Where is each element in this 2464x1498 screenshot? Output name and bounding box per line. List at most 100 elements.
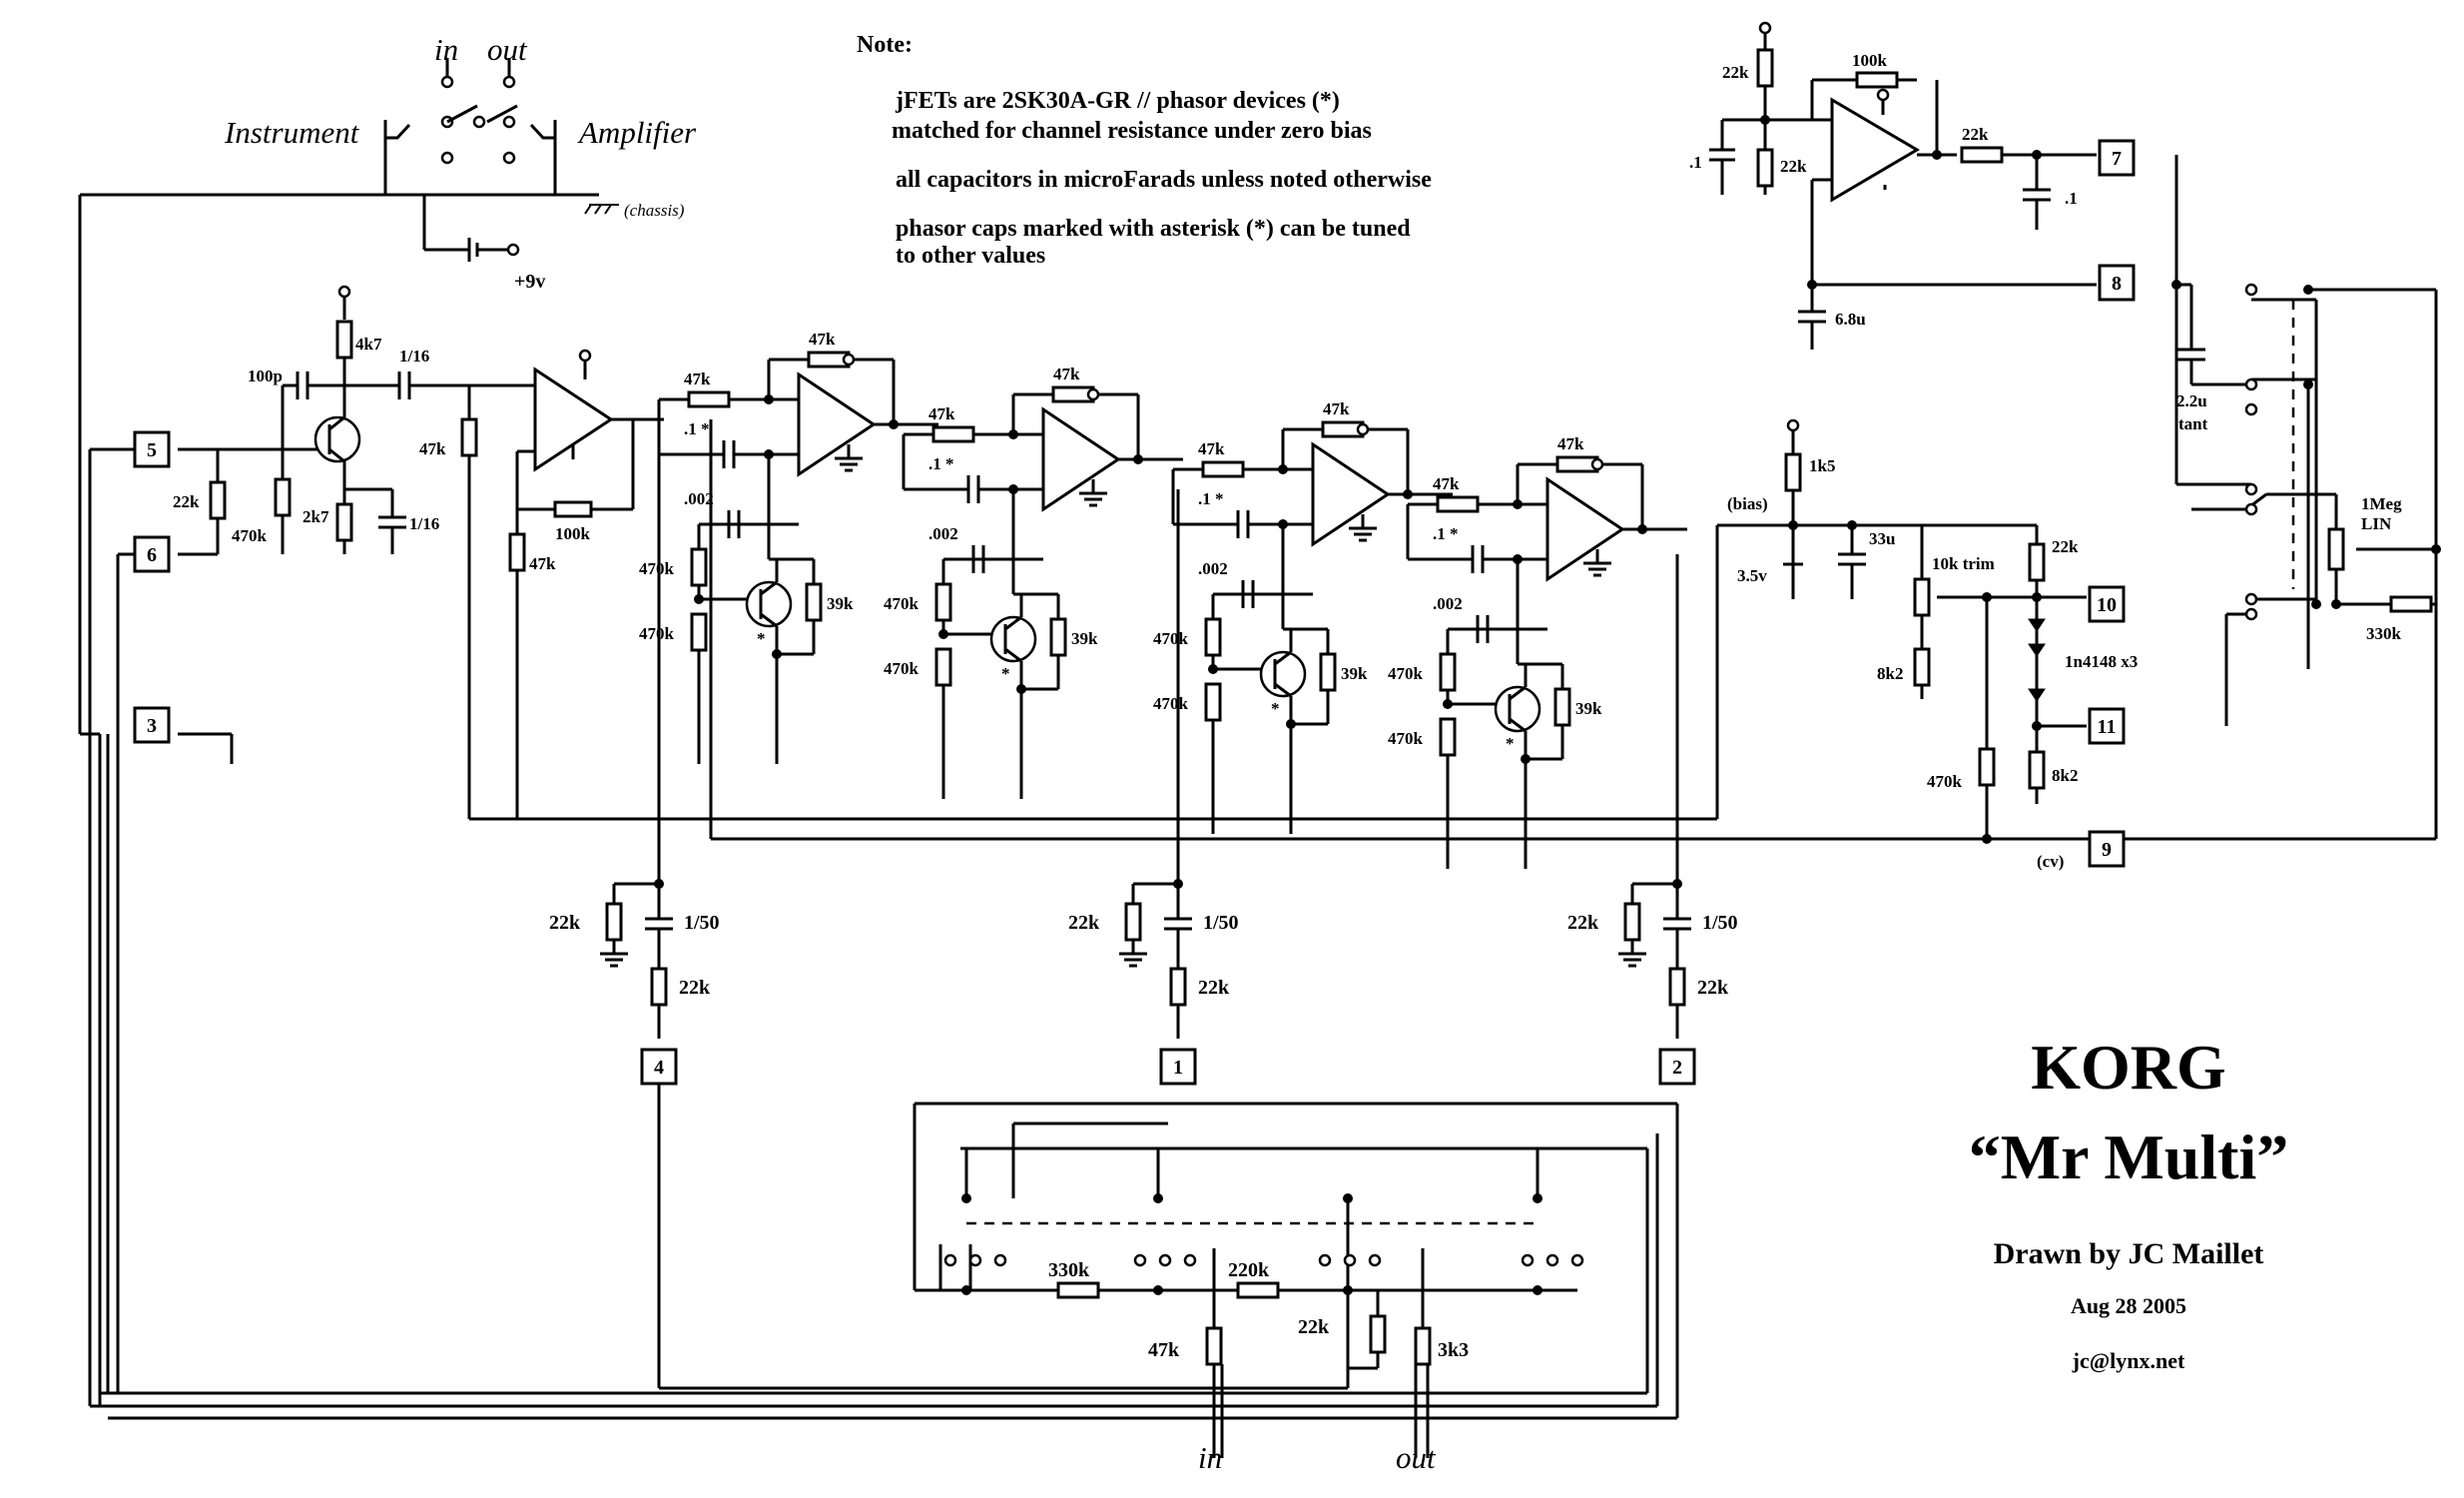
connector-label: 2: [1672, 1057, 1682, 1079]
r470ka-label: 470k: [1153, 629, 1189, 648]
connector-box: [2088, 585, 2126, 623]
junction-dot: [772, 649, 782, 659]
input-resistor-label: 47k: [1433, 474, 1460, 493]
resistor-470k: [1204, 682, 1222, 722]
r470ka-label: 470k: [884, 594, 920, 613]
r39k-label: 39k: [1341, 664, 1368, 683]
r470kb-label: 470k: [1388, 729, 1424, 748]
c1-16a-label: 1/16: [399, 347, 429, 366]
series-resistor: [1169, 967, 1187, 1007]
junction-dot: [1133, 454, 1143, 464]
email-line: jc@lynx.net: [2072, 1348, 2185, 1373]
connector-label: 7: [2112, 148, 2122, 170]
junction-dot: [1637, 524, 1647, 534]
connector-label: 10: [2097, 594, 2117, 616]
r100k-buf-label: 100k: [555, 524, 591, 543]
title-model: “Mr Multi”: [1969, 1122, 2289, 1192]
r8k2a-label: 8k2: [1877, 664, 1903, 683]
feedback-resistor-label: 47k: [1557, 434, 1584, 453]
cap-label: .1 *: [928, 454, 954, 473]
junction-dot: [1443, 699, 1453, 709]
cap-label: .1 *: [684, 419, 710, 438]
connector-label: 5: [147, 439, 157, 461]
resistor-39k: [1319, 652, 1337, 692]
connector-10: 10: [2088, 585, 2126, 623]
op-amp: [797, 372, 877, 477]
r4k7-label: 4k7: [355, 335, 382, 354]
junction-dot: [1208, 664, 1218, 674]
r39k-label: 39k: [1071, 629, 1098, 648]
note-line-4: phasor caps marked with asterisk (*) can…: [896, 216, 1411, 242]
series-resistor: [1668, 967, 1686, 1007]
resistor-470k: [690, 612, 708, 652]
c100p-label: 100p: [248, 367, 283, 385]
junction-dot: [1278, 464, 1288, 474]
in-label: in: [434, 32, 458, 67]
connector-box: [1658, 1048, 1696, 1086]
r470kb-label: 470k: [1153, 694, 1189, 713]
note-line-2: matched for channel resistance under zer…: [892, 118, 1372, 144]
connector-box: [133, 430, 171, 468]
connector-3: 3: [133, 706, 171, 744]
c33u-label: 33u: [1869, 529, 1895, 548]
jfet: [745, 580, 793, 628]
cap-label: .1 *: [1198, 489, 1224, 508]
connector-label: 11: [2098, 716, 2117, 738]
connector-5: 5: [133, 430, 171, 468]
op-amp: [1545, 476, 1625, 582]
junction-dot: [1278, 519, 1288, 529]
input-resistor: [1436, 495, 1480, 513]
supply-terminal: [1590, 457, 1604, 471]
pot2-label: LIN: [2361, 514, 2392, 533]
junction-dot: [1008, 484, 1018, 494]
junction-dot: [1513, 554, 1523, 564]
r470kb-label: 470k: [639, 624, 675, 643]
cap-label: 1/50: [1702, 912, 1738, 934]
lfo-100k-label: 100k: [1852, 51, 1888, 70]
bias-section: (bias) 1k5 3.5v 33u 10k trim 22k 8k2 1n4…: [1727, 418, 2138, 871]
lfo-22kc-label: 22k: [1962, 125, 1989, 144]
junction-dot: [1403, 489, 1413, 499]
sw-220k-label: 220k: [1228, 1259, 1270, 1281]
cap-002-label: .002: [928, 524, 958, 543]
supply-terminal: [1356, 422, 1370, 436]
amplifier-label: Amplifier: [577, 115, 697, 150]
shunt-label: 22k: [549, 912, 581, 934]
mode-out-label: out: [1396, 1440, 1437, 1475]
junction-dot: [694, 594, 704, 604]
shunt-label: 22k: [1068, 912, 1100, 934]
resistor-470k: [1204, 617, 1222, 657]
r39k-label: 39k: [827, 594, 854, 613]
trim-label: 10k trim: [1932, 554, 1995, 573]
r470ka-label: 470k: [639, 559, 675, 578]
lfo-c1-label: .1: [1689, 153, 1702, 172]
chassis-label: (chassis): [624, 201, 685, 220]
title-brand: KORG: [2031, 1032, 2226, 1103]
sw-3k3-label: 3k3: [1438, 1339, 1469, 1361]
junction-dot: [1008, 429, 1018, 439]
shunt-label: 22k: [1567, 912, 1599, 934]
series-label: 22k: [679, 977, 711, 999]
cap-002-label: .002: [684, 489, 714, 508]
sw-330k-label: 330k: [1048, 1259, 1090, 1281]
series-label: 22k: [1198, 977, 1230, 999]
r330kb-label: 330k: [2366, 624, 2402, 643]
notes-block: Note: jFETs are 2SK30A-GR // phasor devi…: [857, 32, 1432, 269]
resistor-470k: [934, 647, 952, 687]
r22kb-label: 22k: [2052, 537, 2079, 556]
r47k-buf-label: 47k: [419, 439, 446, 458]
mode-switch: 330k 220k 47k 22k 3k3 in out: [90, 1069, 1679, 1475]
bypass-switch-section: Instrument Amplifier in out (chassis) +9…: [80, 32, 697, 293]
connector-box: [640, 1048, 678, 1086]
connector-label: 3: [147, 715, 157, 737]
input-resistor-label: 47k: [1198, 439, 1225, 458]
cv-label: (cv): [2037, 852, 2064, 871]
date-line: Aug 28 2005: [2071, 1293, 2186, 1318]
